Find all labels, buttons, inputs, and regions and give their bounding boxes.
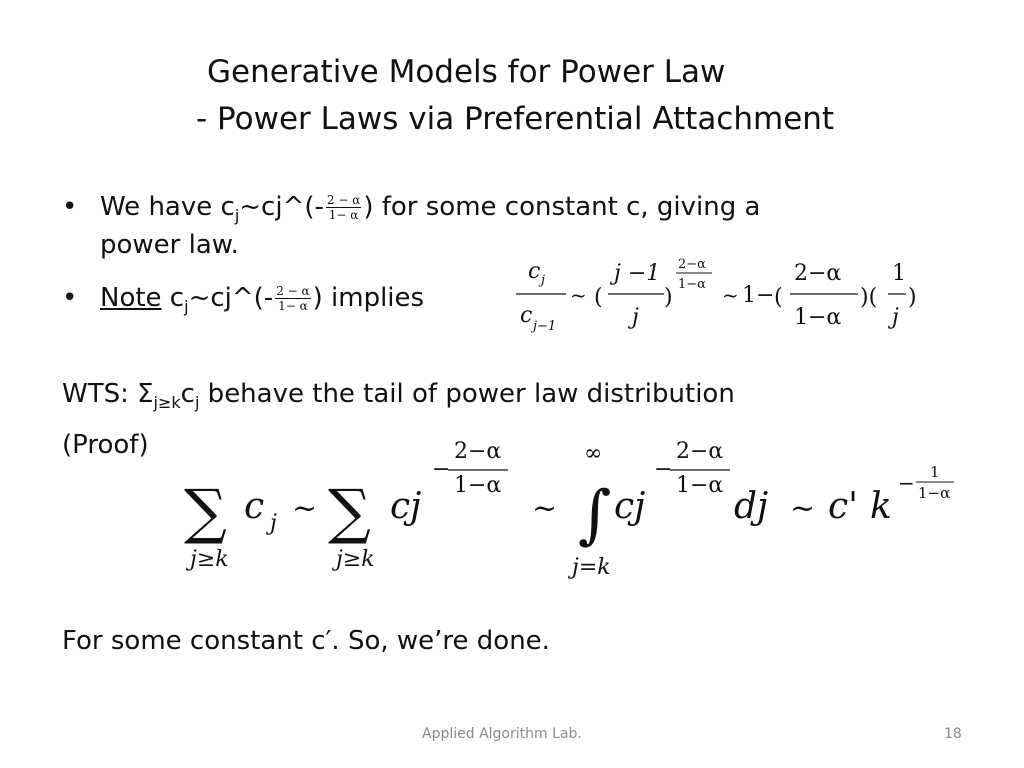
eq2-cj-2: cj [614, 486, 645, 527]
bullet-2-text-pre: c [161, 283, 185, 313]
eq2-infinity: ∞ [584, 441, 602, 466]
eq1-one: 1 [892, 261, 906, 286]
eq1-lparen: ( [594, 285, 603, 310]
eq1-sim-1: ~ [570, 283, 587, 307]
eq2-c: c [244, 486, 264, 527]
note-label: Note [100, 283, 162, 313]
wts-text-post: behave the tail of power law distributio… [199, 379, 735, 409]
wts-text-pre: WTS: Σ [62, 379, 154, 409]
eq2-exp-num-2: 2−α [676, 439, 723, 464]
eq2-sim-2: ~ [532, 491, 557, 526]
wts-line: WTS: Σj≥kcj behave the tail of power law… [62, 377, 735, 420]
eq1-j-sub: j [538, 273, 545, 288]
conclusion-text: For some constant c′. So, we’re done. [62, 626, 550, 656]
eq2-sum-2: ∑ [328, 477, 371, 547]
eq2-exp-den-3: 1−α [918, 484, 950, 502]
eq2-sim-1: ~ [292, 491, 317, 526]
wts-sub-2: j [194, 393, 200, 412]
eq1-paren-pair: )( [860, 285, 877, 310]
eq2-index-3: j=k [567, 555, 611, 580]
eq2-index-1: j≥k [185, 547, 229, 572]
slide-title-line2: - Power Laws via Preferential Attachment [196, 101, 835, 137]
bullet-2-text-mid: ~cj^(- [188, 283, 274, 313]
bullet-2-text-post: ) implies [312, 283, 425, 313]
eq2-integral: ∫ [578, 478, 611, 552]
eq2-j-sub: j [265, 511, 277, 536]
eq2-cprime: c' [828, 486, 858, 527]
eq2-index-2: j≥k [331, 547, 375, 572]
sum-integral-equation: ∑ c j j≥k ~ ∑ cj j≥k − 2−α 1−α ~ ∞ ∫ j=k… [184, 439, 954, 580]
eq1-sim-2: ~ [722, 283, 739, 307]
eq1-exp-num: 2−α [678, 257, 706, 272]
eq1-exp-den: 1−α [678, 277, 706, 292]
eq1-one-minus: 1− [742, 283, 774, 308]
eq1-rparen-3: ) [908, 285, 917, 310]
eq1-jm1-sub: j−1 [530, 319, 556, 334]
bullet-1-text-post: ) for some constant c, giving a [363, 192, 761, 222]
eq2-exp-num-3: 1 [930, 463, 940, 481]
bullet-2-sub: j [184, 297, 189, 316]
slide-title-line1: Generative Models for Power Law [207, 54, 726, 90]
eq1-c-top: c [528, 259, 540, 284]
eq2-minus-1: − [432, 457, 450, 482]
wts-sub: j≥k [153, 393, 181, 412]
ratio-equation: c j c j−1 ~ ( j −1 j ) 2−α 1−α ~ 1− ( 2−… [516, 257, 917, 334]
eq2-exp-den-2: 1−α [676, 473, 723, 498]
fraction-numerator: 2 − α [275, 284, 311, 299]
fraction-denominator: 1− α [278, 299, 308, 313]
eq1-j-minus-1: j −1 [609, 261, 660, 286]
eq1-c-bottom: c [520, 303, 532, 328]
bullet-1-line2: power law. [100, 230, 239, 260]
eq1-lparen-2: ( [774, 285, 783, 310]
eq1-2-minus-alpha: 2−α [794, 261, 841, 286]
eq2-sum-1: ∑ [184, 477, 227, 547]
bullet-1-sub: j [234, 206, 240, 225]
eq2-dj: dj [734, 486, 768, 527]
fraction-numerator: 2 − α [325, 193, 362, 208]
bullet-1-text-mid: ~cj^(- [239, 192, 324, 222]
fraction-denominator: 1− α [328, 208, 359, 222]
wts-text-mid: c [180, 379, 195, 409]
footer-lab-name: Applied Algorithm Lab. [422, 726, 582, 742]
slide-number: 18 [944, 726, 962, 742]
eq2-exp-den-1: 1−α [454, 473, 501, 498]
eq1-j-den: j [627, 305, 639, 330]
eq2-sim-3: ~ [790, 491, 815, 526]
eq2-exp-num-1: 2−α [454, 439, 501, 464]
bullet-marker: • [62, 192, 78, 222]
eq2-minus-3: − [898, 471, 915, 495]
eq2-cj-1: cj [390, 486, 421, 527]
bullet-marker: • [62, 283, 78, 313]
eq1-j-den-2: j [887, 305, 899, 330]
eq1-rparen: ) [664, 285, 673, 310]
eq1-1-minus-alpha: 1−α [794, 305, 841, 330]
proof-label: (Proof) [62, 430, 149, 460]
eq2-k: k [870, 486, 892, 527]
eq2-minus-2: − [654, 457, 672, 482]
bullet-1-text-pre: We have c [100, 192, 235, 222]
